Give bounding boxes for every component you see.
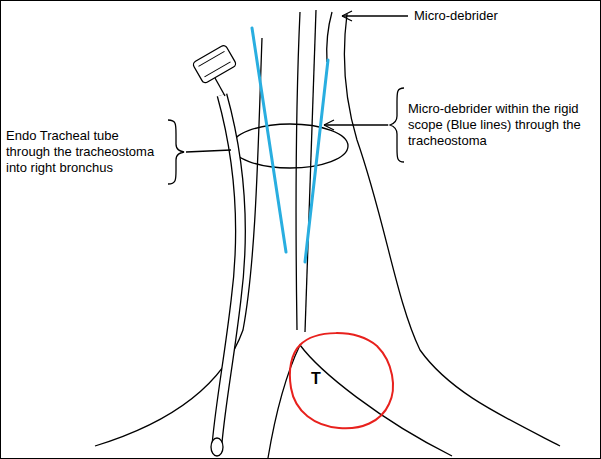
- leader-arrow: [342, 15, 408, 16]
- tracheostoma-ring: [232, 124, 348, 168]
- tumor-outline-path: [290, 333, 393, 428]
- leader-line: [186, 150, 231, 152]
- callout-note: Micro-debrider within the rigid scope (B…: [408, 101, 594, 149]
- rigid-scope-line: [252, 28, 286, 252]
- leader-arrow: [324, 124, 388, 125]
- curly-bracket: [168, 120, 184, 184]
- part-label: Micro-debrider: [414, 8, 594, 24]
- arrow-head: [342, 11, 352, 21]
- trachea-right-wall: [344, 14, 560, 446]
- arrow-head: [324, 120, 334, 130]
- tumor-label: T: [311, 370, 321, 388]
- micro-debrider-shaft: [296, 12, 300, 330]
- trachea-left-wall: [95, 38, 262, 446]
- callout-note: Endo Tracheal tube through the tracheost…: [6, 128, 166, 176]
- tumor-outline: T: [285, 326, 400, 432]
- micro-debrider-shaft: [327, 12, 332, 62]
- rigid-scope-line: [305, 60, 328, 262]
- endotracheal-tube: [192, 44, 240, 456]
- tumor-shape: [285, 326, 400, 432]
- curly-bracket: [390, 88, 404, 162]
